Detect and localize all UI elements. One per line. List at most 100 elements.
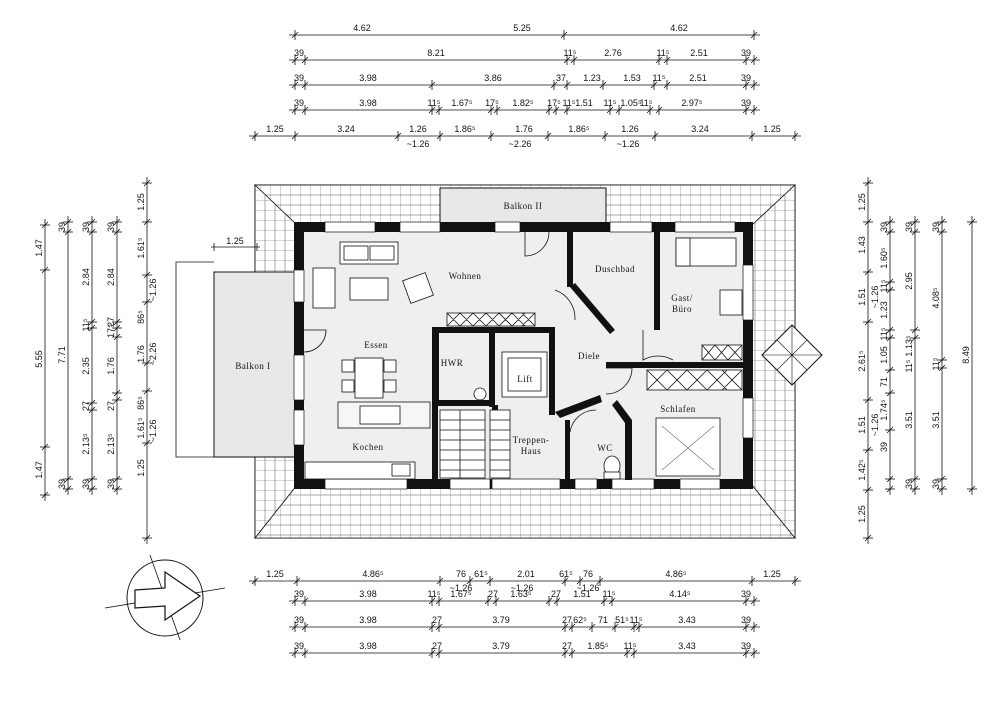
bottom-3-label: 3.79 bbox=[492, 615, 510, 625]
left-4-label: 86⁵ bbox=[136, 310, 146, 324]
top-3-label: 2.97⁵ bbox=[681, 98, 703, 108]
top-5-label: ~1.26 bbox=[407, 139, 430, 149]
top-2-label: 1.53 bbox=[623, 73, 641, 83]
left-2-label: 27 bbox=[81, 401, 91, 411]
bottom-2-label: 11⁵ bbox=[427, 589, 440, 599]
bottom-4-label: 39 bbox=[741, 641, 751, 651]
right-2-label: 1.60⁵ bbox=[879, 247, 889, 269]
left-2-label: 11⁵ bbox=[81, 318, 91, 331]
right-4-label: 4.08⁵ bbox=[931, 287, 941, 309]
top-3-label: 11⁵ bbox=[562, 98, 575, 108]
right-2-label: 39 bbox=[879, 222, 889, 232]
bottom-4-label: 39 bbox=[294, 641, 304, 651]
left-4-label: 1.25 bbox=[136, 459, 146, 477]
left-1-label: 7.71 bbox=[57, 346, 67, 364]
bottom-0-label: 4.86⁵ bbox=[665, 569, 687, 579]
top-4-label: 1.26 bbox=[409, 124, 427, 134]
windows bbox=[293, 221, 754, 490]
bottom-3-label: 39 bbox=[294, 615, 304, 625]
left-2-label: 39 bbox=[81, 479, 91, 489]
bottom-0-label: 1.25 bbox=[266, 569, 284, 579]
top-3-label: 1.05⁵ bbox=[620, 98, 642, 108]
room-label-schlafen: Schlafen bbox=[660, 404, 696, 414]
right-0-label: 1.51 bbox=[857, 416, 867, 434]
north-arrow-icon bbox=[104, 554, 226, 641]
bottom-2-label: 39 bbox=[294, 589, 304, 599]
left-4-label: 1.61⁵ bbox=[136, 237, 146, 259]
right-3-label: 3.51 bbox=[904, 411, 914, 429]
bottom-4-label: 3.43 bbox=[678, 641, 696, 651]
top-5-label: ~1.26 bbox=[617, 139, 640, 149]
bottom-3-label: 3.43 bbox=[678, 615, 696, 625]
top-4-label: 1.86⁵ bbox=[568, 124, 590, 134]
top-3-label: 11⁵ bbox=[639, 98, 652, 108]
right-3-label: 39 bbox=[904, 479, 914, 489]
top-2-label: 39 bbox=[294, 73, 304, 83]
left-1-label: 39 bbox=[57, 479, 67, 489]
right-0-label: 1.51 bbox=[857, 288, 867, 306]
right-4-label: 11⁵ bbox=[931, 357, 941, 370]
balcony-offset-label: 1.25 bbox=[226, 236, 244, 246]
room-label-balkon-ii: Balkon II bbox=[504, 201, 543, 211]
room-label-gast-1: Gast/ bbox=[671, 293, 693, 303]
left-2-label: 2.13⁵ bbox=[81, 433, 91, 455]
top-5-label: ~2.26 bbox=[509, 139, 532, 149]
top-1-label: 11⁵ bbox=[563, 48, 576, 58]
left-4-label: 1.25 bbox=[136, 193, 146, 211]
top-4-label: 1.25 bbox=[763, 124, 781, 134]
top-3-label: 39 bbox=[741, 98, 751, 108]
bottom-3-label: 71 bbox=[598, 615, 608, 625]
bottom-3-label: 62⁵ bbox=[573, 615, 587, 625]
bottom-0-label: 61⁵ bbox=[559, 569, 573, 579]
room-label-diele: Diele bbox=[578, 351, 600, 361]
left-4-label: 1.61⁵ bbox=[136, 417, 146, 439]
top-3-label: 1.67⁵ bbox=[451, 98, 473, 108]
room-label-balkon-i: Balkon I bbox=[235, 361, 270, 371]
right-1-label: ~1.26 bbox=[870, 414, 880, 437]
top-1-label: 11⁵ bbox=[656, 48, 669, 58]
bottom-1-label: ~1.26 bbox=[511, 583, 534, 593]
left-4-label: 86⁵ bbox=[136, 396, 146, 410]
top-3-label: 3.98 bbox=[359, 98, 377, 108]
right-2-label: 1.23 bbox=[879, 301, 889, 319]
doors bbox=[303, 231, 674, 433]
room-label-gast-2: Büro bbox=[672, 304, 692, 314]
right-2-label: 1.05 bbox=[879, 346, 889, 364]
left-5-label: ~2.26 bbox=[148, 343, 158, 366]
right-2-label: 1.74⁵ bbox=[879, 399, 889, 421]
top-0-label: 4.62 bbox=[353, 23, 371, 33]
bottom-2-label: 39 bbox=[741, 589, 751, 599]
left-0-label: 1.47 bbox=[34, 239, 44, 257]
bottom-3-label: 27 bbox=[432, 615, 442, 625]
right-0-label: 1.42⁵ bbox=[857, 459, 867, 481]
top-2-label: 2.51 bbox=[689, 73, 707, 83]
room-label-kochen: Kochen bbox=[353, 442, 384, 452]
top-0-label: 4.62 bbox=[670, 23, 688, 33]
top-4-label: 3.24 bbox=[691, 124, 709, 134]
left-0-label: 5.55 bbox=[34, 350, 44, 368]
bottom-3-label: 27 bbox=[562, 615, 572, 625]
bottom-2-label: 1.51 bbox=[573, 589, 591, 599]
bottom-4-label: 3.79 bbox=[492, 641, 510, 651]
dormer-diamond bbox=[761, 324, 823, 386]
right-0-label: 2.61⁵ bbox=[857, 350, 867, 372]
top-4-label: 1.76 bbox=[515, 124, 533, 134]
right-2-label: 11⁵ bbox=[879, 327, 889, 340]
right-4-label: 39 bbox=[931, 222, 941, 232]
bottom-1-label: ~1.26 bbox=[450, 583, 473, 593]
bottom-2-label: 1.63⁵ bbox=[510, 589, 532, 599]
room-labels: Balkon II Wohnen Duschbad Gast/ Büro Ess… bbox=[235, 201, 695, 456]
bottom-0-label: 61⁵ bbox=[474, 569, 488, 579]
left-3-label: 39 bbox=[106, 222, 116, 232]
right-2-label: 71 bbox=[879, 377, 889, 387]
top-0-label: 5.25 bbox=[513, 23, 531, 33]
bottom-2-label: 1.67⁵ bbox=[450, 589, 472, 599]
left-3-label: 27 bbox=[106, 317, 116, 327]
room-label-hwr: HWR bbox=[441, 358, 464, 368]
right-3-label: 1.13⁵ bbox=[904, 335, 914, 357]
top-2-label: 37 bbox=[556, 73, 566, 83]
room-label-treppen-2: Haus bbox=[521, 446, 542, 456]
bottom-0-label: 76 bbox=[583, 569, 593, 579]
